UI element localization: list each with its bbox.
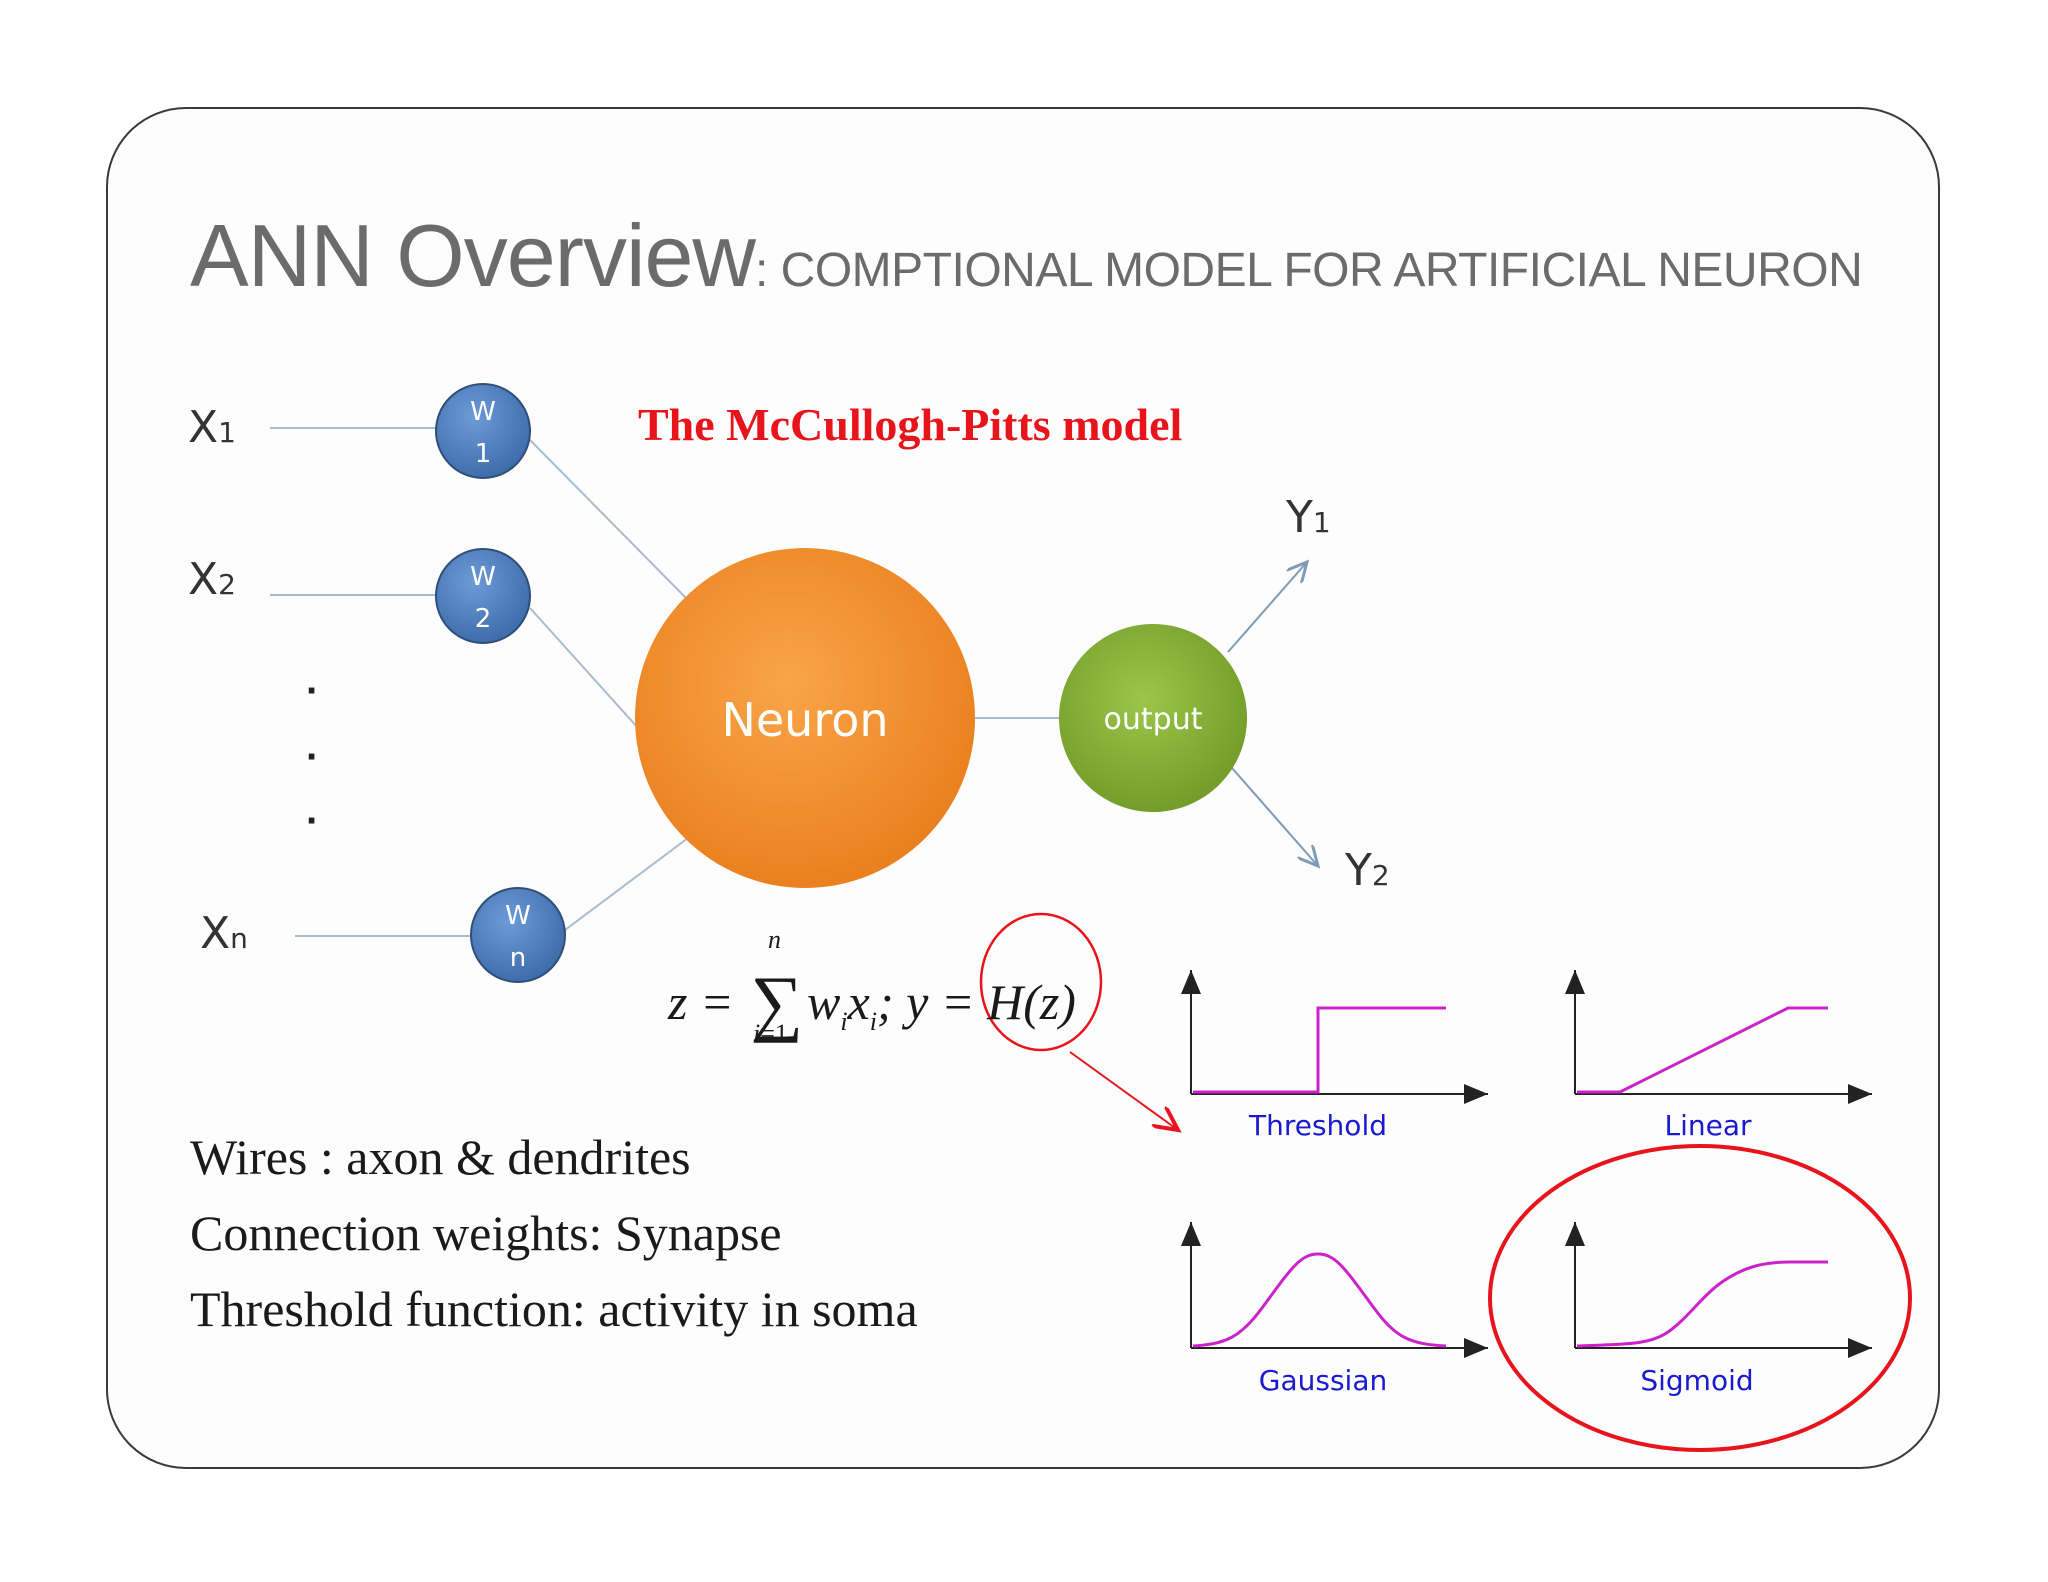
sigmoid-curve [1576,1260,1828,1348]
input-label-n: Xn [200,908,248,959]
output-labels: Y1 Y2 [1285,492,1390,896]
output-label-y1: Y1 [1285,492,1331,543]
weight-label-nb: n [510,943,526,973]
input-labels: X1 X2 Xn [188,402,248,959]
output-label: output [1104,702,1203,737]
formula-left: z = [668,974,747,1030]
slide-frame [106,107,1940,1469]
formula-upper-limit: n [768,925,781,954]
hz-highlight-arrow [1069,1051,1178,1130]
weight-label-1b: 1 [475,439,492,469]
formula-sub-i-1: i [840,1007,848,1036]
linear-curve [1577,1006,1828,1094]
title-main: ANN Overview [190,206,756,305]
sigmoid-label: Sigmoid [1640,1364,1753,1397]
page-title: ANN Overview: COMPTIONAL MODEL FOR ARTIF… [190,205,1863,307]
input-ellipsis: · · · [306,669,319,843]
gaussian-curve [1192,1252,1447,1348]
weight-line-n [564,837,689,931]
formula-x: x [847,974,870,1030]
description-line-2: Connection weights: Synapse [190,1205,782,1261]
ellipsis-dot-2: · [306,735,319,779]
neuron-node: Neuron [635,548,975,888]
description-line-3: Threshold function: activity in soma [190,1281,918,1337]
connection-lines [270,427,1318,937]
threshold-curve [1193,1006,1446,1094]
output-arrow-y2 [1231,767,1318,866]
sigmoid-highlight-circle [1488,1144,1912,1452]
linear-plot: Linear [1565,970,1872,1142]
weight-label-2b: 2 [475,604,492,634]
ellipsis-dot-1: · [306,669,319,713]
formula-sigma: ∑ [750,962,803,1044]
formula-rest: ; y = H(z) [877,974,1076,1030]
weight-line-2 [529,607,639,729]
gaussian-plot: Gaussian [1181,1222,1488,1397]
sigmoid-plot: Sigmoid [1565,1222,1872,1397]
output-arrow-y1 [1227,562,1307,653]
weight-line-1 [529,439,687,599]
threshold-label: Threshold [1248,1109,1387,1142]
weight-node-1: W 1 [435,383,531,479]
hz-highlight-circle [979,912,1103,1052]
weight-node-n: W n [470,887,566,983]
title-separator: : [754,244,781,297]
input-label-2: X2 [188,554,236,605]
title-subtitle: COMPTIONAL MODEL FOR ARTIFICIAL NEURON [780,244,1863,297]
activation-formula: n z = ∑wixi; y = H(z) i=1 [668,925,1108,1050]
threshold-plot: Threshold [1181,970,1488,1142]
formula-w: w [806,974,841,1030]
weight-label-na: W [505,901,531,931]
description-line-1: Wires : axon & dendrites [190,1129,691,1185]
ellipsis-dot-3: · [306,799,319,843]
neuron-label: Neuron [721,693,888,747]
output-node: output [1059,624,1247,812]
weight-label-1a: W [470,397,496,427]
formula-sub-i-2: i [869,1007,877,1036]
output-label-y2: Y2 [1344,845,1390,896]
formula-lower-limit: i=1 [753,1019,788,1048]
gaussian-label: Gaussian [1259,1364,1387,1397]
input-label-1: X1 [188,402,236,453]
linear-label: Linear [1664,1109,1752,1142]
formula-main: z = ∑wixi; y = H(z) [668,953,1076,1044]
weight-label-2a: W [470,562,496,592]
weight-node-2: W 2 [435,548,531,644]
model-title: The McCullogh-Pitts model [638,399,1183,450]
